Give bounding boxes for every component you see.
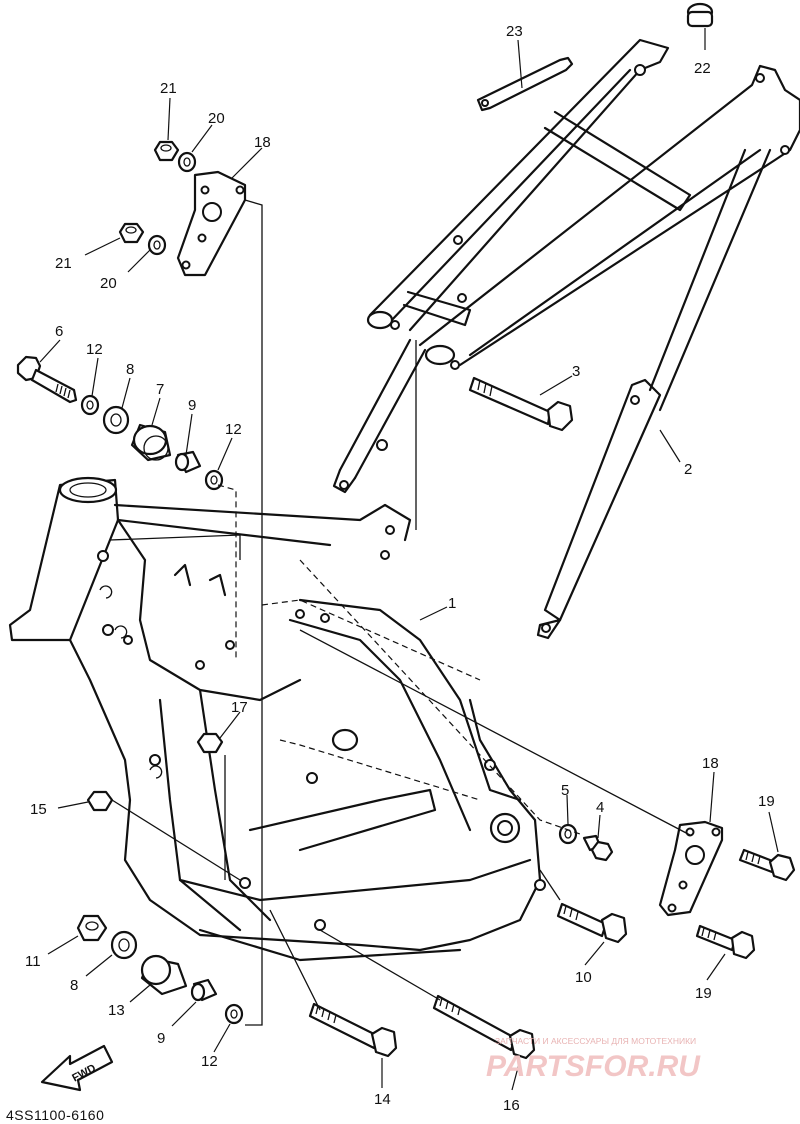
collar-7 <box>130 423 172 462</box>
collar-13 <box>140 954 188 996</box>
bolt-16 <box>432 994 536 1060</box>
bush-9-upper <box>174 450 202 474</box>
callout-12-lower: 12 <box>201 1053 218 1070</box>
engine-bracket-lower <box>658 820 724 917</box>
callout-15: 15 <box>30 801 47 818</box>
callout-21-lower: 21 <box>55 255 72 272</box>
callout-14: 14 <box>374 1091 391 1108</box>
nut-21-mid <box>118 222 145 244</box>
callout-6: 6 <box>55 323 63 340</box>
washer-20-mid <box>147 234 167 256</box>
callout-3: 3 <box>572 363 580 380</box>
callout-18-upper: 18 <box>254 134 271 151</box>
nut-21-top <box>153 140 180 162</box>
bolt-19-upper <box>738 848 796 882</box>
callout-13: 13 <box>108 1002 125 1019</box>
callout-11: 11 <box>25 953 41 970</box>
callout-4: 4 <box>596 799 604 816</box>
bolt-6 <box>16 355 78 404</box>
callout-2: 2 <box>684 461 692 478</box>
callout-16: 16 <box>503 1097 520 1114</box>
callout-20-upper: 20 <box>208 110 225 127</box>
washer-20-top <box>177 151 197 173</box>
watermark-site: PARTSFOR.RU <box>486 1050 701 1083</box>
engine-bracket-upper <box>176 170 247 277</box>
callout-18-lower: 18 <box>702 755 719 772</box>
bearing-8-upper <box>102 405 130 435</box>
main-frame <box>8 476 546 962</box>
bolt-15 <box>86 790 114 812</box>
callout-8-upper: 8 <box>126 361 134 378</box>
callout-17: 17 <box>231 699 248 716</box>
fwd-arrow-icon: FWD <box>40 1044 114 1092</box>
callout-12-upper: 12 <box>86 341 103 358</box>
washer-12-upper <box>80 394 100 416</box>
bearing-8-lower <box>110 930 138 960</box>
callout-12-mid: 12 <box>225 421 242 438</box>
bush-9-lower <box>190 978 218 1002</box>
rear-subframe <box>332 38 800 640</box>
bolt-19-lower <box>695 924 756 960</box>
tool-wrench <box>476 56 574 112</box>
callout-7: 7 <box>156 381 164 398</box>
callout-20-lower: 20 <box>100 275 117 292</box>
bolt-14 <box>308 1002 398 1058</box>
callout-9-upper: 9 <box>188 397 196 414</box>
washer-12-lower <box>224 1003 244 1025</box>
plug-22 <box>686 2 714 28</box>
bolt-10 <box>556 902 628 944</box>
leader-lines <box>39 28 779 1091</box>
callout-8-lower: 8 <box>70 977 78 994</box>
callout-23: 23 <box>506 23 523 40</box>
callout-19-upper: 19 <box>758 793 775 810</box>
callout-21-upper: 21 <box>160 80 177 97</box>
callout-5: 5 <box>561 782 569 799</box>
nut-11 <box>76 914 108 942</box>
callout-22: 22 <box>694 60 711 77</box>
callout-19-lower: 19 <box>695 985 712 1002</box>
callouts: 1 2 3 4 5 6 7 8 8 9 9 10 11 12 12 12 13 … <box>25 23 775 1114</box>
watermark-tagline: ЗАПЧАСТИ И АКСЕССУАРЫ ДЛЯ МОТОТЕХНИКИ <box>495 1036 696 1046</box>
callout-1: 1 <box>448 595 456 612</box>
washer-12-mid <box>204 469 224 491</box>
catalog-code: 4SS1100-6160 <box>6 1107 104 1123</box>
callout-10: 10 <box>575 969 592 986</box>
callout-9-lower: 9 <box>157 1030 165 1047</box>
bolt-17 <box>196 732 224 754</box>
bolt-4 <box>582 834 614 862</box>
washer-5 <box>558 823 578 845</box>
watermark-logo: ЗАПЧАСТИ И АКСЕССУАРЫ ДЛЯ МОТОТЕХНИКИ PA… <box>486 1036 701 1083</box>
assembly-lines <box>109 199 691 1026</box>
bolt-3 <box>468 376 574 432</box>
